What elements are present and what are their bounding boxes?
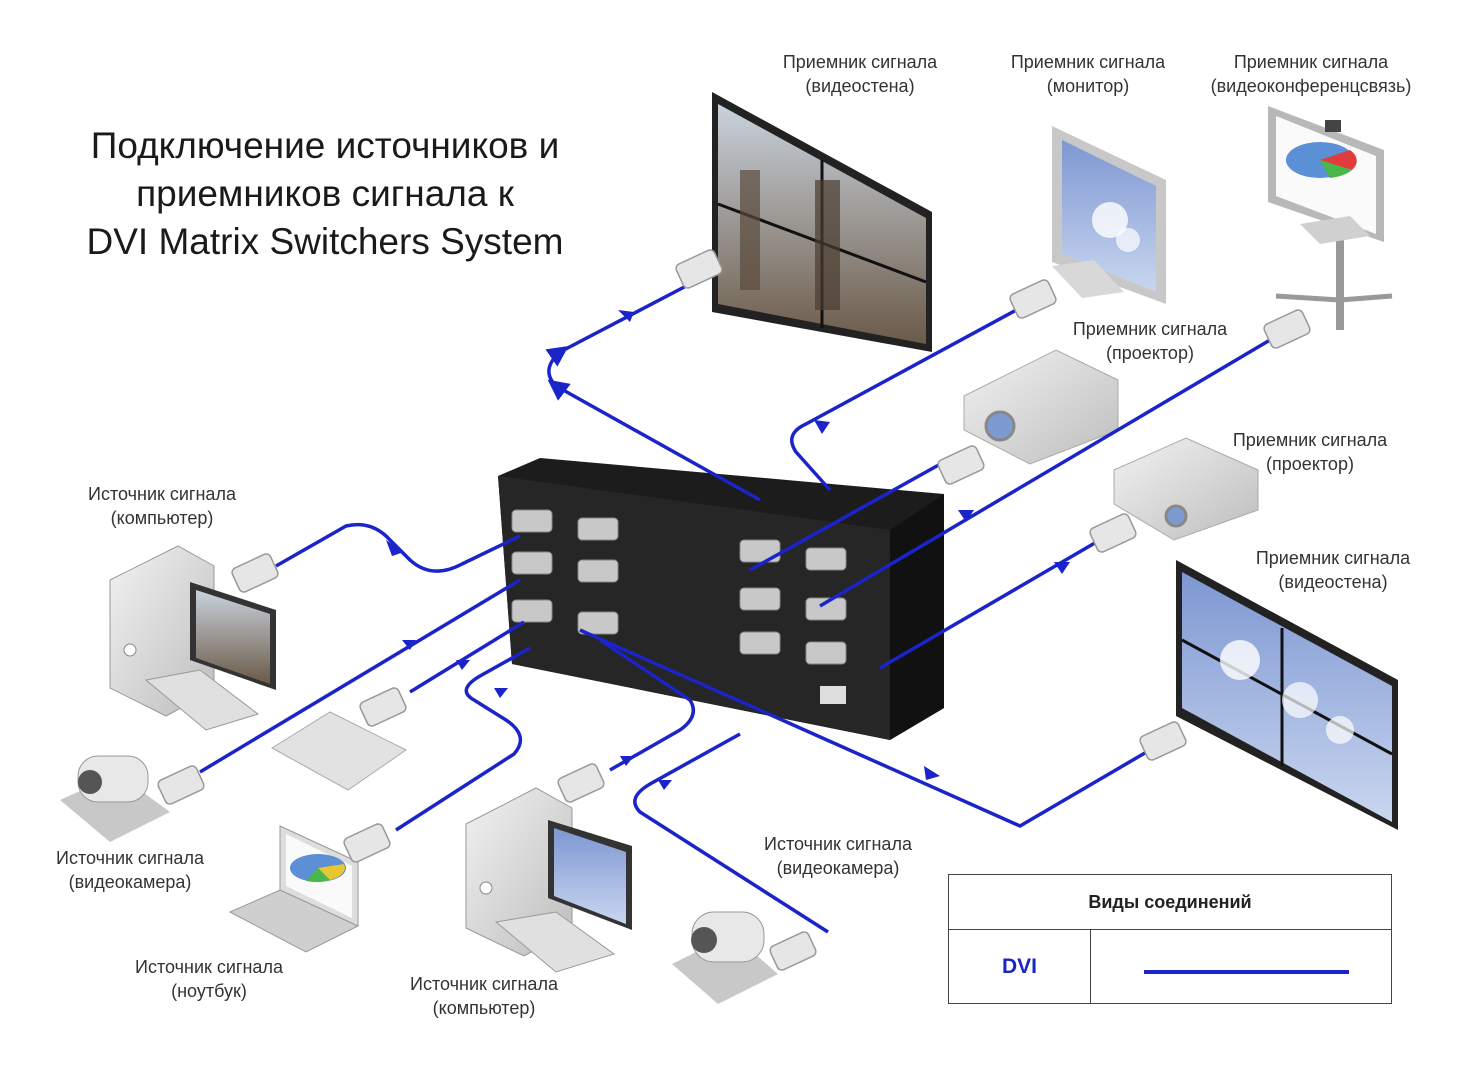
cable-to-videowall-top bbox=[545, 282, 761, 502]
label-source-camera-left: Источник сигнала (видеокамера) bbox=[56, 848, 204, 892]
label-receiver-projector-1: Приемник сигнала (проектор) bbox=[1072, 319, 1228, 363]
dvi-connector bbox=[343, 823, 391, 863]
label-source-laptop: Источник сигнала (ноутбук) bbox=[135, 957, 283, 1001]
laptop bbox=[228, 825, 360, 953]
dvi-connectors bbox=[157, 249, 1311, 971]
dvi-connector bbox=[359, 687, 407, 727]
label-source-computer-left: Источник сигнала (компьютер) bbox=[88, 484, 236, 528]
arrow-2 bbox=[814, 420, 830, 434]
page-title: Подключение источников и приемников сигн… bbox=[40, 122, 610, 266]
cable-from-laptop bbox=[395, 646, 531, 832]
dvi-connector bbox=[675, 249, 723, 289]
dvi-connector bbox=[557, 763, 605, 803]
dvi-connector bbox=[231, 553, 279, 593]
computer-bottom bbox=[465, 787, 632, 973]
arrow-7 bbox=[456, 660, 470, 670]
title-line-3: DVI Matrix Switchers System bbox=[86, 221, 564, 262]
label-receiver-videowall-right: Приемник сигнала (видеостена) bbox=[1255, 548, 1411, 592]
dvi-connector bbox=[1009, 279, 1057, 319]
legend-header: Виды соединений bbox=[949, 875, 1391, 930]
arrow-5 bbox=[386, 540, 404, 556]
label-receiver-videowall-top: Приемник сигнала (видеостена) bbox=[782, 52, 938, 96]
camera-left bbox=[60, 755, 170, 842]
arrow-10 bbox=[658, 780, 672, 790]
projector-large bbox=[963, 349, 1119, 465]
cable-to-videowall-right bbox=[579, 628, 1151, 828]
arrow-8 bbox=[494, 688, 508, 698]
cable-to-videoconf bbox=[819, 338, 1271, 608]
title-line-2: приемников сигнала к bbox=[136, 173, 514, 214]
arrow-4 bbox=[1054, 562, 1070, 574]
arrow-6 bbox=[402, 640, 416, 650]
dvi-connector bbox=[1139, 721, 1187, 761]
cable-from-camera-bottom bbox=[633, 732, 829, 934]
projector-small bbox=[1113, 437, 1259, 541]
legend-dvi-label: DVI bbox=[949, 930, 1091, 1003]
flow-arrows bbox=[386, 310, 1070, 790]
dvi-matrix-switcher bbox=[498, 458, 944, 740]
cable-from-camera-left bbox=[199, 578, 521, 774]
camera-bottom bbox=[672, 911, 778, 1004]
dvi-connector bbox=[769, 931, 817, 971]
dvi-connector bbox=[1089, 513, 1137, 553]
label-receiver-monitor: Приемник сигнала (монитор) bbox=[1010, 52, 1166, 96]
label-receiver-videoconf: Приемник сигнала (видеоконференцсвязь) bbox=[1210, 52, 1412, 96]
cable-to-monitor bbox=[790, 306, 1021, 492]
arrow-11 bbox=[924, 766, 940, 780]
cable-from-computer-bottom bbox=[599, 638, 696, 772]
cable-from-player bbox=[409, 620, 525, 694]
videowall-top bbox=[712, 92, 932, 352]
dvi-connector bbox=[157, 765, 205, 805]
cable-to-projector-2 bbox=[879, 538, 1101, 670]
connection-legend: Виды соединений DVI bbox=[948, 874, 1392, 1004]
arrow-9 bbox=[620, 756, 634, 766]
media-player bbox=[271, 711, 407, 791]
dvi-connector bbox=[937, 445, 985, 485]
label-source-camera-bottom: Источник сигнала (видеокамера) bbox=[764, 834, 912, 878]
label-source-computer-bottom: Источник сигнала (компьютер) bbox=[410, 974, 558, 1018]
switcher-ports bbox=[511, 509, 847, 665]
dvi-cables bbox=[199, 282, 1271, 934]
videoconference-stand bbox=[1268, 106, 1393, 330]
arrow-3 bbox=[958, 510, 974, 522]
label-receiver-projector-2: Приемник сигнала (проектор) bbox=[1232, 430, 1388, 474]
arrow-1 bbox=[618, 310, 634, 322]
monitor bbox=[1052, 126, 1166, 304]
videowall-right bbox=[1176, 560, 1398, 830]
computer-left bbox=[109, 545, 276, 731]
title-line-1: Подключение источников и bbox=[90, 125, 560, 166]
legend-dvi-line bbox=[1144, 970, 1349, 974]
dvi-connector bbox=[1263, 309, 1311, 349]
cable-from-computer-left bbox=[275, 522, 521, 573]
cable-to-projector-1 bbox=[749, 460, 945, 572]
